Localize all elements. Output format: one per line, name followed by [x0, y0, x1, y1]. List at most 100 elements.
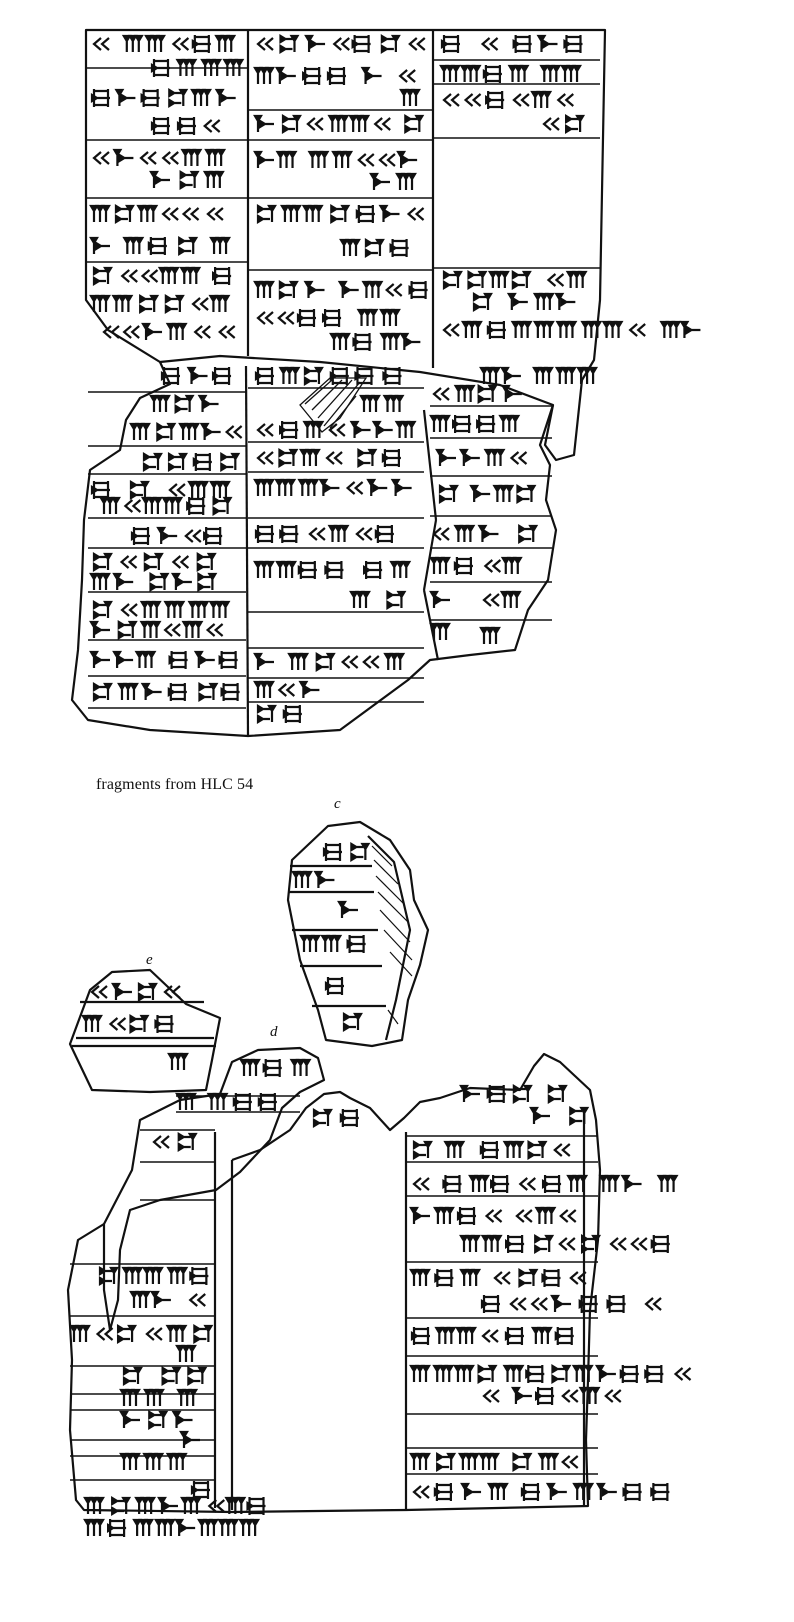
vertical-wedge	[575, 114, 586, 132]
winkelhaken	[110, 325, 120, 339]
vertical-wedge	[95, 1496, 105, 1514]
winkelhaken	[482, 593, 492, 607]
horizontal-wedge	[527, 1140, 541, 1150]
vertical-wedge	[149, 294, 160, 312]
winkelhaken	[199, 297, 209, 311]
vertical-wedge	[598, 1174, 609, 1192]
vertical-wedge	[175, 1344, 185, 1362]
horizontal-wedge	[512, 1084, 526, 1094]
winkelhaken	[515, 1209, 525, 1223]
vertical-wedge	[275, 150, 286, 168]
horizontal-wedge	[154, 175, 170, 185]
vertical-wedge	[148, 204, 159, 222]
vertical-wedge	[399, 88, 409, 106]
winkelhaken	[353, 481, 364, 495]
vertical-wedge	[135, 1290, 145, 1308]
horizontal-wedge	[167, 462, 182, 472]
vertical-wedge	[469, 1452, 480, 1470]
winkelhaken	[161, 151, 171, 165]
vertical-wedge	[89, 236, 99, 254]
winkelhaken	[355, 527, 365, 541]
winkelhaken	[345, 481, 356, 495]
vertical-wedge	[391, 308, 401, 326]
vertical-wedge	[588, 366, 599, 384]
vertical-wedge	[506, 556, 517, 574]
winkelhaken	[414, 207, 425, 221]
vertical-wedge	[459, 1364, 469, 1382]
horizontal-wedge	[315, 652, 329, 662]
horizontal-wedge	[118, 577, 134, 587]
horizontal-wedge	[555, 1299, 572, 1309]
vertical-wedge	[361, 280, 372, 298]
vertical-wedge	[578, 1482, 589, 1500]
fragment-d-label: d	[270, 1024, 278, 1040]
damage-hatching	[299, 377, 368, 433]
vertical-wedge	[208, 1518, 219, 1536]
horizontal-wedge	[193, 1334, 207, 1344]
vertical-wedge	[121, 1496, 132, 1514]
vertical-wedge	[483, 292, 493, 310]
horizontal-wedge	[512, 297, 528, 307]
vertical-wedge	[349, 590, 359, 608]
vertical-wedge	[536, 90, 547, 108]
vertical-wedge	[226, 34, 237, 52]
horizontal-wedge	[518, 1278, 532, 1288]
vertical-wedge	[265, 66, 275, 84]
horizontal-wedge	[187, 1376, 201, 1386]
vertical-wedge	[187, 1092, 197, 1110]
horizontal-wedge	[442, 280, 456, 290]
horizontal-wedge	[330, 204, 344, 214]
winkelhaken	[512, 93, 522, 107]
vertical-wedge	[141, 1266, 152, 1284]
vertical-wedge	[179, 266, 190, 284]
vertical-wedge	[512, 556, 523, 574]
horizontal-wedge	[330, 214, 344, 224]
horizontal-wedge	[518, 534, 532, 544]
vertical-wedge	[253, 478, 263, 496]
vertical-wedge	[93, 1014, 103, 1032]
vertical-wedge	[665, 320, 676, 338]
horizontal-wedge	[312, 1118, 326, 1128]
winkelhaken	[179, 37, 190, 51]
vertical-wedge	[186, 366, 197, 384]
horizontal-wedge	[601, 1487, 617, 1497]
horizontal-wedge	[569, 1106, 583, 1116]
vertical-wedge	[181, 58, 192, 76]
winkelhaken	[145, 1327, 155, 1341]
vertical-wedge	[174, 1518, 185, 1536]
sign-box	[323, 309, 341, 327]
horizontal-wedge	[581, 1234, 595, 1244]
vertical-wedge	[495, 448, 506, 466]
horizontal-wedge	[117, 630, 131, 640]
horizontal-wedge	[168, 98, 182, 108]
sign-box	[580, 1295, 597, 1313]
main-tablet	[70, 28, 607, 738]
sign-box	[442, 35, 460, 53]
horizontal-wedge	[622, 1487, 642, 1497]
horizontal-wedge	[192, 457, 212, 467]
winkelhaken	[340, 37, 350, 51]
vertical-wedge	[576, 366, 587, 384]
horizontal-wedge	[527, 1150, 541, 1160]
winkelhaken	[336, 423, 346, 437]
vertical-wedge	[132, 1518, 143, 1536]
winkelhaken	[224, 425, 235, 439]
vertical-wedge	[220, 294, 231, 312]
horizontal-wedge	[512, 1094, 526, 1104]
winkelhaken	[556, 93, 566, 107]
horizontal-wedge	[520, 1487, 540, 1497]
horizontal-wedge	[279, 529, 299, 539]
horizontal-wedge	[433, 1487, 453, 1497]
vertical-wedge	[251, 1058, 261, 1076]
winkelhaken	[316, 527, 326, 541]
horizontal-wedge	[129, 1014, 143, 1024]
horizontal-wedge	[410, 1331, 430, 1341]
horizontal-wedge	[578, 1299, 598, 1309]
vertical-wedge	[487, 384, 498, 402]
vertical-wedge	[142, 1452, 153, 1470]
vertical-wedge	[339, 238, 349, 256]
winkelhaken	[561, 1455, 571, 1469]
horizontal-wedge	[220, 687, 240, 697]
vertical-wedge	[522, 320, 533, 338]
vertical-wedge	[129, 422, 139, 440]
